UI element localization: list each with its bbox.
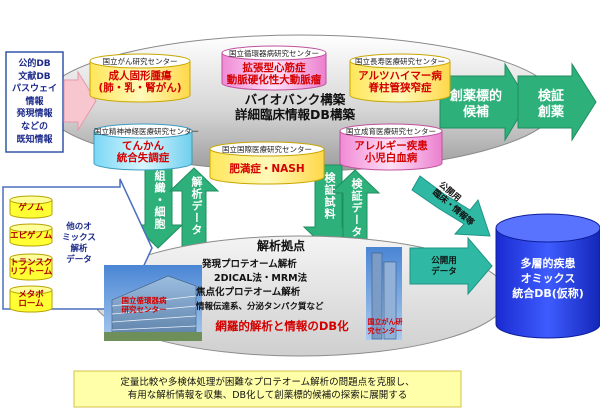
- analysis-hub-line: 2DICAL法・MRM法: [196, 272, 366, 286]
- center-card-cardio: 国立循環器病研究センター拡張型心筋症動脈硬化性大動脈瘤: [222, 46, 326, 90]
- center-disease: アレルギー疾患小児白血病: [340, 140, 442, 164]
- center-disease-line: アレルギー疾患: [340, 140, 442, 152]
- validation-samples-label: 検証試料: [321, 172, 337, 220]
- validation-data-label: 検証データ: [348, 178, 364, 238]
- center-disease-line: (肺・乳・腎がん): [90, 82, 190, 94]
- center-disease-line: 肥満症・NASH: [210, 163, 324, 175]
- center-disease: アルツハイマー病脊柱管狭窄症: [350, 70, 450, 94]
- omics-item-label: エピゲノム: [10, 232, 52, 241]
- center-disease-line: アルツハイマー病: [350, 70, 450, 82]
- integrated-db-top: [496, 214, 600, 242]
- omics-label-line: 他のオ: [56, 222, 102, 233]
- analysis-hub-title: 解析拠点: [241, 240, 321, 253]
- samples-label: 組織・細胞: [151, 170, 167, 230]
- note-line2: 有用な解析情報を収集、DB化して創薬標的候補の探索に展開する: [76, 389, 459, 402]
- omics-item-label: ゲノム: [10, 204, 52, 213]
- drug-target-line1: 創薬標的: [440, 89, 512, 105]
- known-info-line: などの: [6, 121, 63, 134]
- center-disease-line: 拡張型心筋症: [222, 62, 326, 74]
- analysis-hub-methods: 発現プロテオーム解析 2DICAL法・MRM法 焦点化プロテオーム解析 情報伝達…: [196, 258, 366, 314]
- note-line1: 定量比較や多検体処理が困難なプロテオーム解析の問題点を克服し、: [76, 376, 459, 389]
- center-card-geriatric: 国立長寿医療研究センターアルツハイマー病脊柱管狭窄症: [350, 54, 450, 102]
- public-data-label: 公開用 データ: [418, 256, 470, 278]
- center-disease: 肥満症・NASH: [210, 163, 324, 175]
- integrated-db-line3: 統合DB(仮称): [498, 286, 598, 301]
- omics-label-line: ミックス: [56, 233, 102, 244]
- validation-line1: 検証: [522, 89, 580, 105]
- known-info-text: 公的DB 文献DB パスウェイ 情報 発現情報 などの 既知情報: [6, 58, 63, 146]
- omics-label-line: 解析: [56, 244, 102, 255]
- center-name: 国立長寿医療研究センター: [350, 56, 450, 67]
- omics-label: 他のオ ミックス 解析 データ: [56, 222, 102, 266]
- center-name: 国立国際医療研究センター: [210, 144, 324, 155]
- integrated-db-line1: 多層的疾患: [498, 256, 598, 271]
- integrated-db-line2: オミックス: [498, 271, 598, 286]
- analysis-hub-line: 焦点化プロテオーム解析: [196, 286, 366, 300]
- known-info-line: 発現情報: [6, 108, 63, 121]
- omics-label-line: データ: [56, 255, 102, 266]
- known-info-line: パスウェイ: [6, 83, 63, 96]
- center-disease-line: 統合失調症: [94, 152, 192, 164]
- center-disease-line: 動脈硬化性大動脈瘤: [222, 74, 326, 86]
- center-disease-line: 脊柱管狭窄症: [350, 82, 450, 94]
- center-name: 国立循環器病研究センター: [222, 48, 326, 59]
- omics-item-label: メタボ ローム: [10, 291, 52, 310]
- known-info-line: 公的DB: [6, 58, 63, 71]
- center-card-child: 国立成育医療研究センターアレルギー疾患小児白血病: [340, 124, 442, 170]
- public-data-line2: データ: [418, 267, 470, 278]
- analysis-hub-line: 情報伝達系、分泌タンパク質など: [196, 300, 366, 314]
- known-info-line: 情報: [6, 96, 63, 109]
- building-left-label: 国立循環器病 研究センター: [114, 296, 174, 314]
- center-card-global: 国立国際医療研究センター肥満症・NASH: [210, 142, 324, 184]
- note-text: 定量比較や多検体処理が困難なプロテオーム解析の問題点を克服し、 有用な解析情報を…: [76, 376, 459, 402]
- analysis-hub-bottom: 網羅的解析と情報のDB化: [206, 320, 358, 333]
- center-disease: 拡張型心筋症動脈硬化性大動脈瘤: [222, 62, 326, 86]
- omics-item-label: トランスク リプトーム: [10, 259, 52, 278]
- building-right-label: 国立がん研 究センター: [364, 318, 406, 335]
- biobank-title-line2: 詳細臨床情報DB構築: [195, 107, 395, 122]
- center-card-cancer: 国立がん研究センター成人固形腫瘍(肺・乳・腎がん): [90, 54, 190, 102]
- known-info-line: 文献DB: [6, 71, 63, 84]
- center-name: 国立精神神経医療研究センター: [94, 126, 192, 137]
- analysis-data-label: 解析データ: [188, 176, 204, 236]
- center-disease: てんかん統合失調症: [94, 140, 192, 164]
- center-card-neuro: 国立精神神経医療研究センターてんかん統合失調症: [94, 124, 192, 170]
- public-data-line1: 公開用: [418, 256, 470, 267]
- validation-line2: 創薬: [522, 105, 580, 121]
- known-info-line: 既知情報: [6, 134, 63, 147]
- drug-target-label: 創薬標的 候補: [440, 89, 512, 121]
- center-disease: 成人固形腫瘍(肺・乳・腎がん): [90, 70, 190, 94]
- drug-target-line2: 候補: [440, 105, 512, 121]
- integrated-db-label: 多層的疾患 オミックス 統合DB(仮称): [498, 256, 598, 301]
- center-disease-line: 成人固形腫瘍: [90, 70, 190, 82]
- center-name: 国立成育医療研究センター: [340, 126, 442, 137]
- validation-label: 検証 創薬: [522, 89, 580, 121]
- analysis-hub-line: 発現プロテオーム解析: [196, 258, 366, 272]
- center-name: 国立がん研究センター: [90, 56, 190, 67]
- center-disease-line: 小児白血病: [340, 152, 442, 164]
- center-disease-line: てんかん: [94, 140, 192, 152]
